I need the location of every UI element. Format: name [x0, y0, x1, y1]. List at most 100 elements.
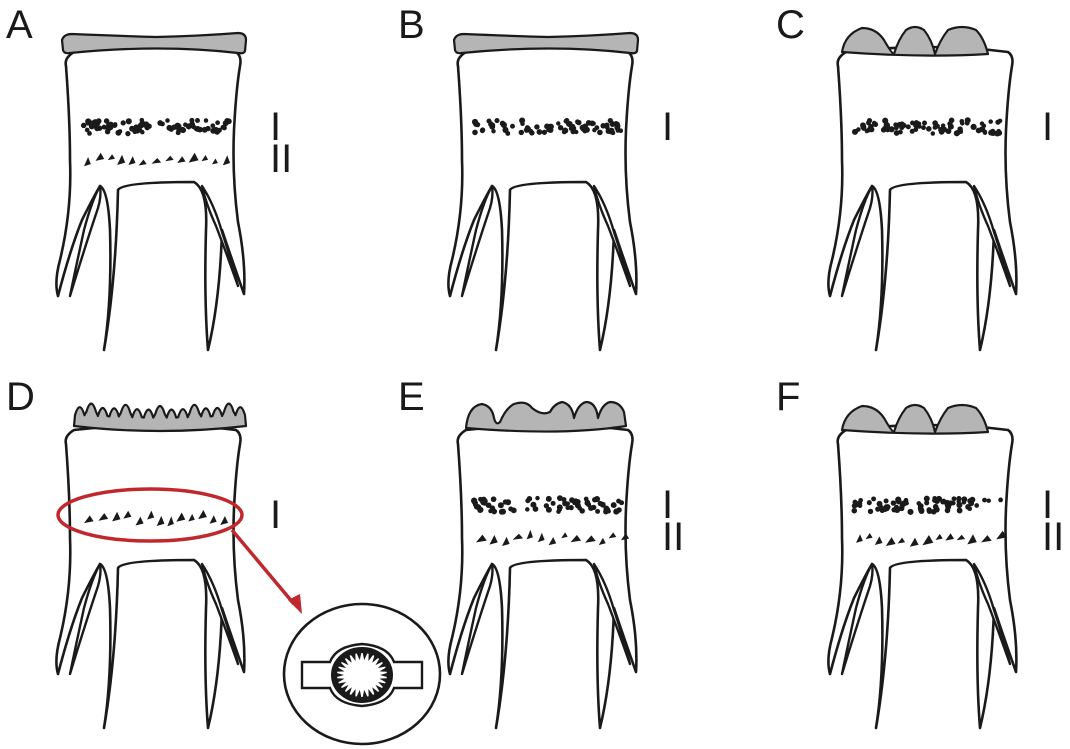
dot-mark: [598, 501, 603, 506]
dot-mark: [510, 124, 515, 129]
dot-mark: [125, 131, 130, 136]
dot-mark: [933, 504, 939, 510]
cross-section-inset: [284, 604, 440, 744]
tooth-body: [56, 47, 244, 350]
dot-mark: [519, 117, 525, 123]
panel-letter: E: [398, 375, 425, 419]
dot-mark: [919, 508, 925, 514]
dot-mark: [986, 498, 990, 502]
panel-letter: A: [6, 3, 33, 47]
dot-mark: [884, 499, 889, 504]
dot-mark: [615, 123, 621, 129]
highlight-arrow: [232, 530, 294, 604]
dot-mark: [597, 130, 603, 136]
dot-mark: [498, 502, 504, 508]
row-label-1: I: [1042, 105, 1053, 149]
dot-mark: [213, 127, 219, 133]
dot-mark: [869, 127, 874, 132]
dot-mark: [140, 118, 145, 123]
dot-mark: [931, 131, 935, 135]
dot-mark: [488, 509, 492, 513]
panel-letter: B: [398, 3, 425, 47]
dot-mark: [604, 507, 609, 512]
dot-mark: [491, 129, 495, 133]
dot-mark: [875, 506, 880, 511]
dot-mark: [941, 126, 947, 132]
dot-mark: [585, 501, 590, 506]
dot-mark: [215, 120, 220, 125]
dot-mark: [595, 509, 600, 514]
dot-mark: [473, 121, 479, 127]
dot-mark: [581, 127, 586, 132]
dot-mark: [577, 506, 582, 511]
dot-mark: [542, 130, 547, 135]
dot-mark: [536, 129, 542, 135]
dot-mark: [482, 498, 488, 504]
dot-mark: [618, 128, 623, 133]
dot-mark: [508, 506, 513, 511]
dot-mark: [907, 509, 913, 515]
tooth-body: [448, 47, 636, 350]
tooth-body: [56, 425, 244, 728]
dot-mark: [525, 126, 531, 132]
dot-mark: [927, 508, 933, 514]
dot-mark: [852, 129, 858, 135]
dot-mark: [884, 123, 890, 129]
panel-d: DI: [6, 375, 302, 728]
dot-mark: [894, 125, 899, 130]
dot-mark: [144, 121, 150, 127]
tooth-body: [828, 425, 1016, 728]
dot-mark: [926, 126, 932, 132]
dot-mark: [956, 499, 961, 504]
dot-mark: [910, 129, 915, 134]
dot-mark: [891, 500, 896, 505]
dot-mark: [610, 121, 616, 127]
dot-mark: [562, 128, 568, 134]
dot-mark: [534, 124, 539, 129]
dot-mark: [996, 130, 1002, 136]
dot-mark: [525, 507, 529, 511]
dot-mark: [570, 129, 575, 134]
row-label-2: II: [1042, 515, 1064, 559]
dot-mark: [894, 507, 900, 513]
panel-letter: C: [776, 3, 805, 47]
dot-mark: [980, 121, 984, 125]
dot-mark: [871, 496, 876, 501]
dot-mark: [223, 120, 229, 126]
row-label-1: I: [662, 105, 673, 149]
dot-mark: [134, 124, 139, 129]
tooth-body: [448, 425, 636, 728]
dot-mark: [982, 498, 987, 503]
dot-mark: [157, 120, 163, 126]
dot-mark: [967, 498, 973, 504]
dot-mark: [910, 121, 915, 126]
dot-mark: [546, 127, 551, 132]
dot-mark: [957, 507, 962, 512]
dot-mark: [941, 499, 947, 505]
dot-mark: [499, 509, 505, 515]
dot-mark: [126, 118, 132, 124]
dot-mark: [852, 508, 858, 514]
dot-mark: [489, 124, 495, 130]
dot-mark: [586, 120, 592, 126]
dot-mark: [171, 124, 177, 130]
dot-mark: [988, 119, 993, 124]
dot-mark: [884, 504, 889, 509]
dot-mark: [535, 496, 539, 500]
dot-mark: [556, 509, 561, 514]
dot-mark: [932, 120, 938, 126]
dot-mark: [894, 130, 900, 136]
dot-mark: [569, 497, 575, 503]
dot-mark: [853, 502, 859, 508]
crown-cap: [842, 405, 988, 434]
dot-mark: [906, 124, 911, 129]
row-label-2: II: [662, 515, 684, 559]
dot-mark: [477, 507, 483, 513]
row-label-2: II: [270, 137, 292, 181]
dot-mark: [121, 120, 126, 125]
dot-mark: [500, 121, 506, 127]
dot-mark: [530, 502, 536, 508]
dot-mark: [917, 124, 922, 129]
dot-mark: [965, 117, 971, 123]
